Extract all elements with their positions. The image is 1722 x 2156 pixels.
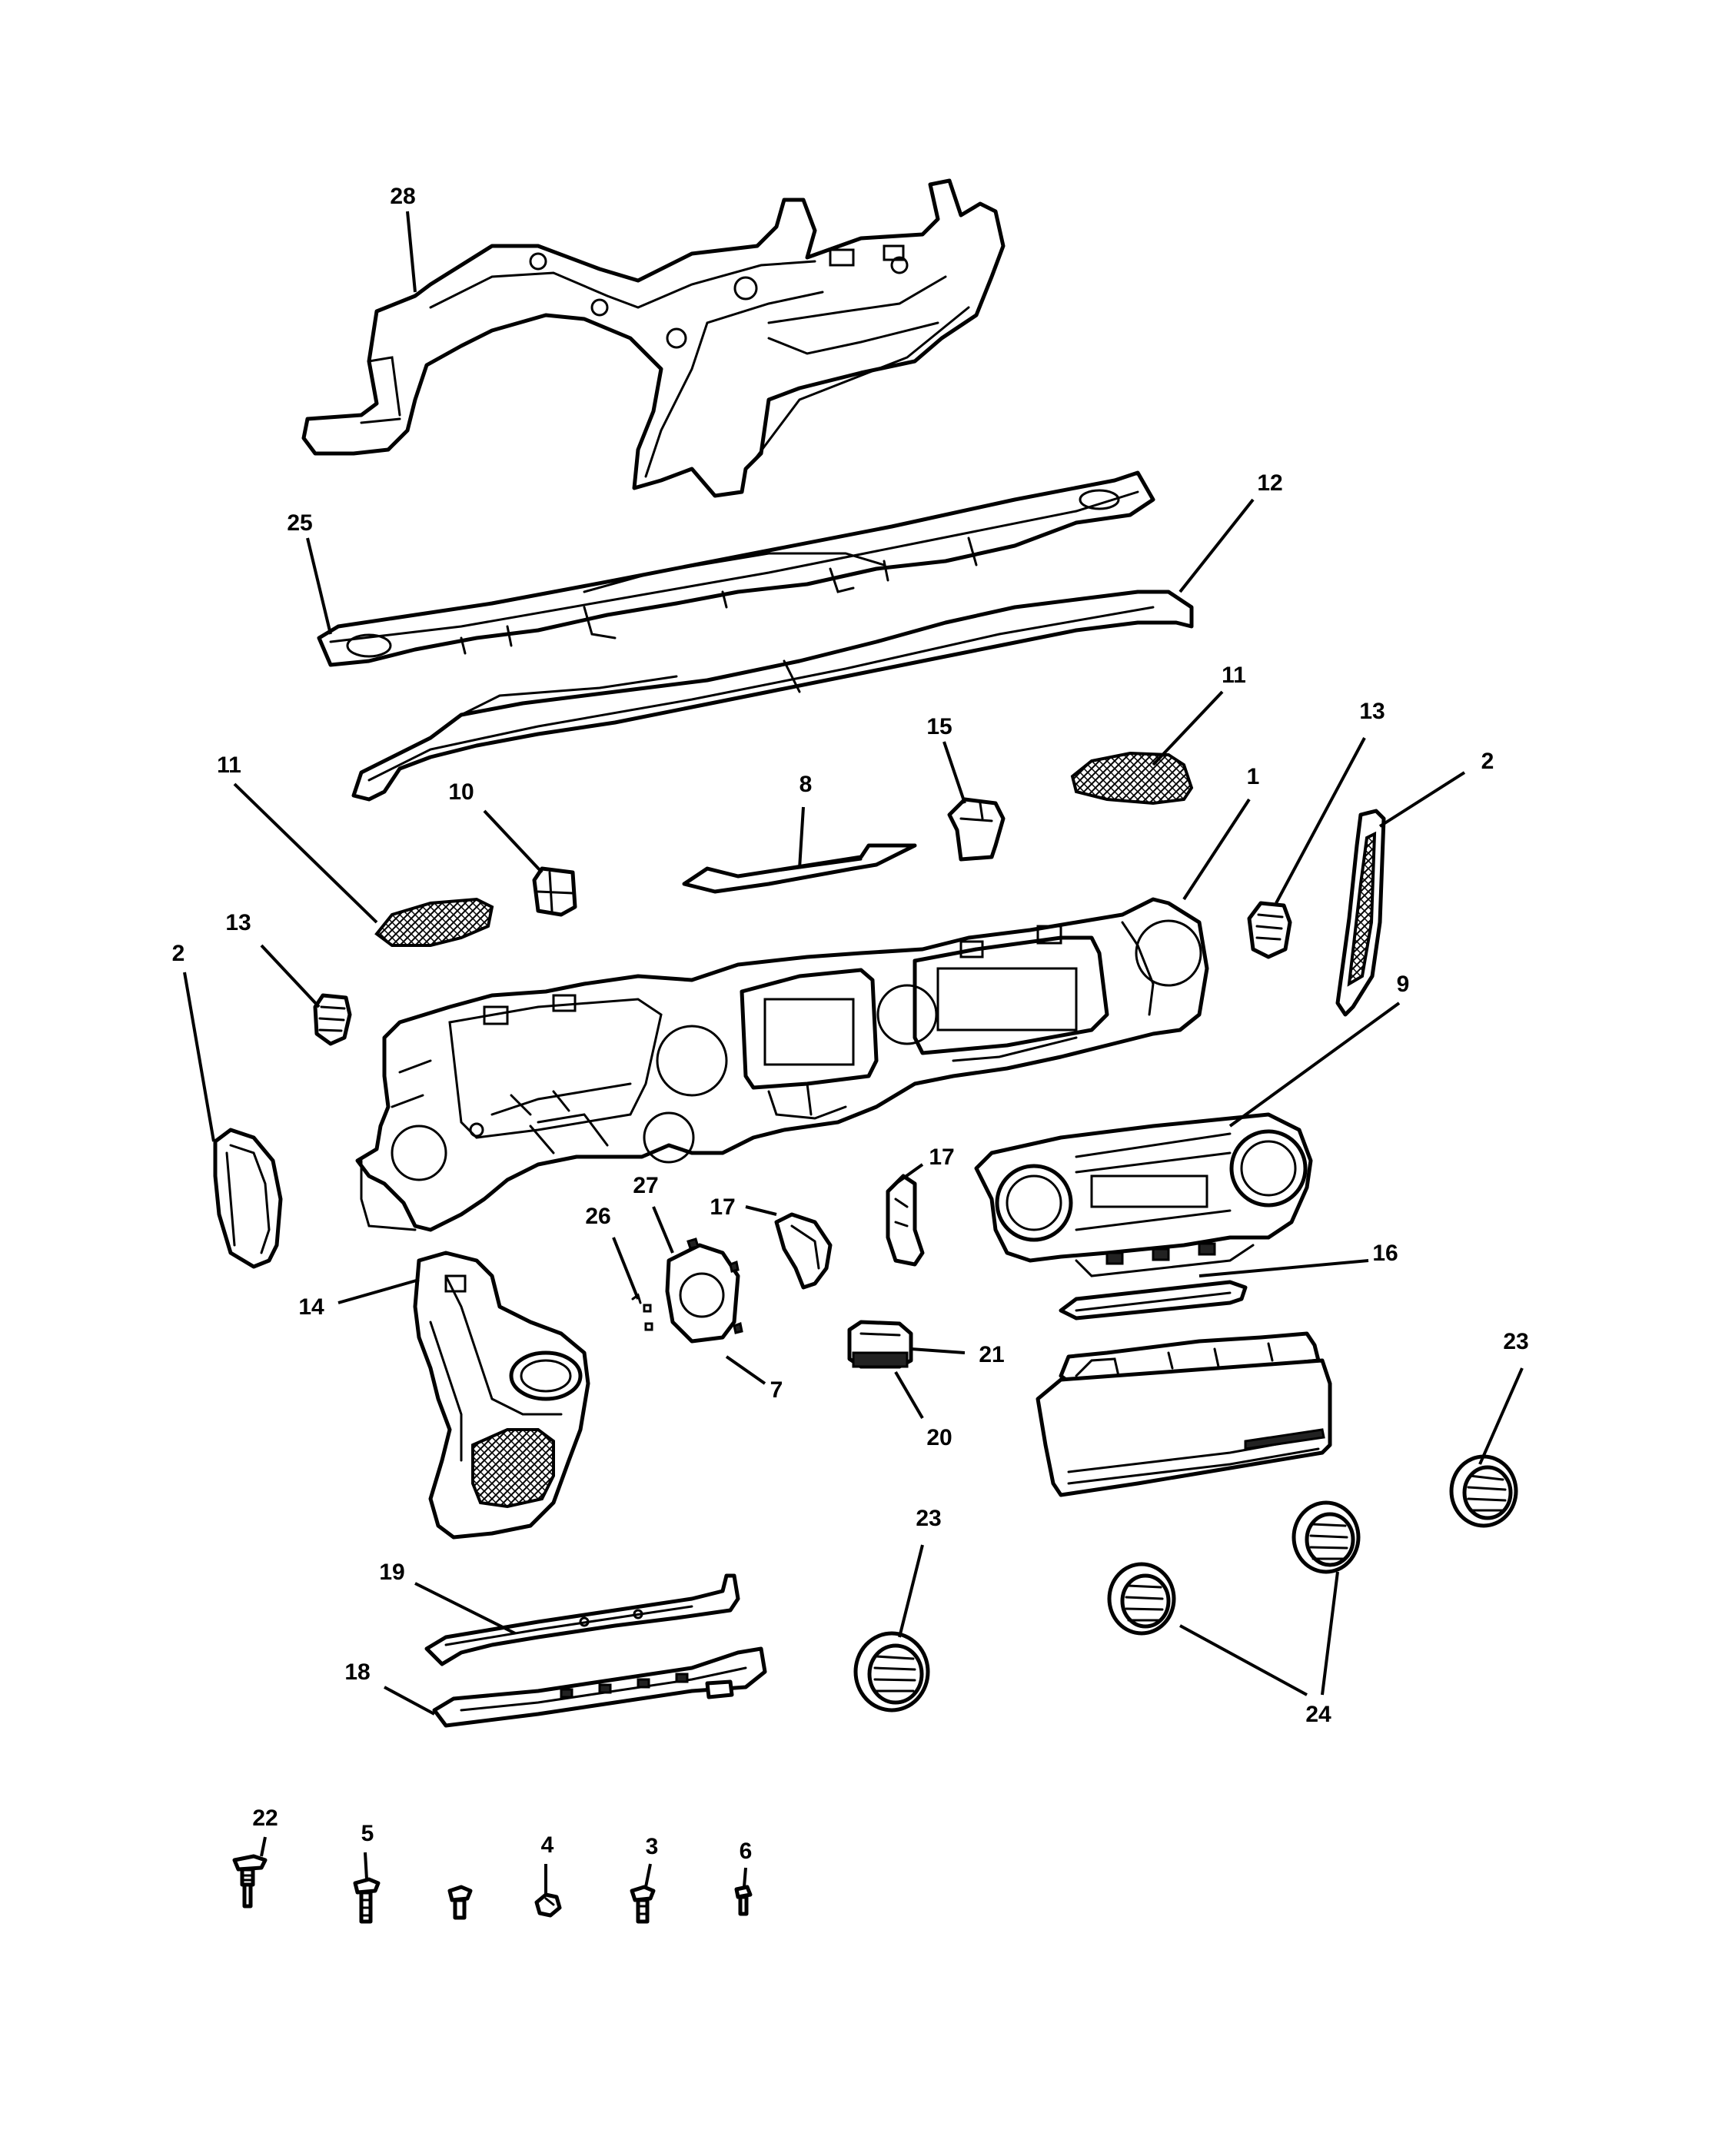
leader-lines — [183, 211, 1524, 1895]
part-24-vent-a — [1292, 1500, 1361, 1574]
part-2-right-side-trim — [1335, 809, 1386, 1017]
callout-13-right: 13 — [1359, 699, 1385, 724]
part-3-bolt — [630, 1885, 656, 1924]
part-22-bolt — [232, 1854, 268, 1909]
callout-4: 4 — [541, 1832, 554, 1858]
part-13-right-small-vent — [1247, 901, 1292, 959]
part-23-center-vent — [853, 1631, 930, 1713]
callout-10: 10 — [448, 779, 474, 805]
callout-16: 16 — [1372, 1241, 1398, 1266]
part-13-left-small-vent — [313, 993, 352, 1046]
part-19-reinforcement — [424, 1573, 740, 1666]
part-25-upper-dash-structure — [317, 470, 1155, 667]
callout-12: 12 — [1257, 470, 1282, 496]
callout-27: 27 — [633, 1173, 658, 1198]
callout-8: 8 — [800, 772, 813, 797]
callout-23-right: 23 — [1503, 1329, 1528, 1354]
callout-19: 19 — [379, 1560, 404, 1585]
callout-5: 5 — [361, 1821, 374, 1846]
callout-labels: 28 25 12 11 15 13 2 8 11 10 1 13 2 9 17 … — [172, 184, 1529, 1864]
part-11-left-speaker-grille — [374, 897, 494, 947]
part-11-right-speaker-grille — [1070, 751, 1194, 806]
part-28-cross-car-beam — [301, 178, 1006, 498]
part-15-bracket — [947, 797, 1006, 862]
callout-3: 3 — [646, 1834, 659, 1859]
part-16-trim-strip — [1059, 1280, 1248, 1321]
callout-26: 26 — [585, 1204, 610, 1229]
part-7-bracket-plate — [665, 1237, 743, 1344]
callout-2-left: 2 — [172, 941, 185, 966]
callout-6: 6 — [740, 1839, 753, 1864]
part-4-nut — [534, 1892, 562, 1918]
callout-14: 14 — [298, 1294, 324, 1320]
callout-17-left: 17 — [710, 1194, 735, 1220]
callout-28: 28 — [390, 184, 415, 209]
part-9-center-bezel — [974, 1112, 1313, 1277]
part-17-left-bracket — [774, 1212, 833, 1290]
callout-17-right: 17 — [929, 1144, 954, 1170]
callout-2-right: 2 — [1481, 749, 1494, 774]
part-24-vent-b — [1107, 1562, 1176, 1636]
part-21-switch — [847, 1320, 913, 1369]
part-17-right-bracket — [886, 1174, 925, 1267]
part-10-clip — [532, 866, 577, 917]
callout-20: 20 — [926, 1425, 952, 1450]
callout-11-right: 11 — [1222, 663, 1246, 688]
callout-24: 24 — [1305, 1702, 1331, 1727]
callout-23-center: 23 — [916, 1506, 941, 1531]
part-6-screw — [734, 1885, 753, 1916]
part-5-bolt — [353, 1877, 381, 1924]
callout-15: 15 — [926, 714, 952, 739]
callout-22: 22 — [252, 1806, 278, 1831]
part-23-right-vent — [1449, 1454, 1518, 1528]
callout-11-left: 11 — [217, 752, 241, 778]
extra-bolt — [447, 1885, 473, 1920]
part-12-top-pad — [351, 590, 1194, 802]
callout-21: 21 — [979, 1342, 1004, 1367]
part-14-knee-bolster — [413, 1251, 590, 1540]
callout-9: 9 — [1397, 972, 1410, 997]
part-1-instrument-panel — [355, 897, 1209, 1232]
glove-box — [1036, 1331, 1332, 1497]
part-18-lower-reinforcement — [432, 1646, 767, 1728]
callout-13-left: 13 — [225, 910, 251, 935]
part-2-left-side-trim — [213, 1128, 283, 1269]
callout-7: 7 — [770, 1377, 783, 1403]
part-26-clips — [631, 1293, 653, 1331]
callout-18: 18 — [344, 1659, 370, 1685]
callout-1: 1 — [1247, 764, 1260, 789]
callout-25: 25 — [287, 510, 312, 536]
